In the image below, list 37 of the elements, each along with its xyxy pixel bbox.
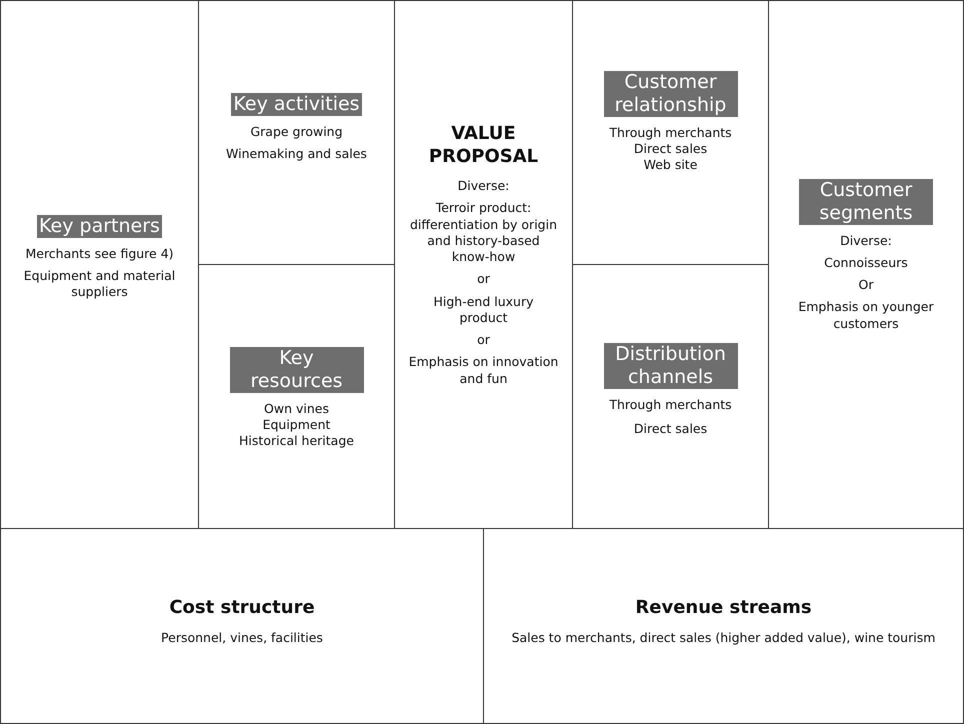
body-text: Terroir product: differentiation by origin and history-based know-how (408, 200, 558, 266)
body-text: Emphasis on innovation and fun (408, 354, 558, 387)
section-heading: Key partners (37, 215, 162, 238)
canvas-section (0, 528, 484, 724)
body-text: Merchants see figure 4) (25, 246, 174, 262)
section-heading: Cost structure (169, 597, 315, 620)
body-text: Direct sales (634, 420, 708, 438)
section-heading: Customer relationship (604, 71, 738, 117)
body-text: High-end luxury product (432, 294, 534, 326)
body-text: Winemaking and sales (226, 146, 367, 162)
body-text: Emphasis on younger customers (797, 299, 935, 332)
body-text: Personnel, vines, facilities (161, 630, 323, 646)
body-text: Historical heritage (239, 433, 354, 450)
body-text: Equipment (262, 416, 330, 434)
body-text: Diverse: (458, 178, 510, 194)
body-text: Diverse: (840, 232, 892, 249)
section-heading: VALUE PROPOSAL (428, 123, 540, 168)
section-heading: Customer segments (799, 179, 933, 225)
body-text: Grape growing (250, 124, 343, 140)
body-text: Web site (644, 157, 698, 174)
section-heading: Key activities (231, 93, 362, 116)
canvas-section (768, 0, 964, 529)
body-text: Through merchants (609, 124, 732, 141)
body-text: Connoisseurs (824, 254, 908, 272)
section-heading: Distribution channels (604, 343, 738, 389)
section-heading: Revenue streams (635, 597, 812, 620)
body-text: Direct sales (634, 140, 708, 158)
body-text: Own vines (264, 400, 329, 417)
body-text: Or (858, 277, 874, 294)
body-text: or (477, 332, 490, 348)
body-text: Through merchants (609, 396, 732, 413)
canvas-section (0, 0, 199, 529)
body-text: Equipment and material suppliers (22, 268, 176, 301)
canvas-section (483, 528, 964, 724)
body-text: or (477, 271, 490, 288)
section-heading: Key resources (230, 347, 364, 393)
body-text: Sales to merchants, direct sales (higher added value), wine tourism (512, 630, 936, 646)
